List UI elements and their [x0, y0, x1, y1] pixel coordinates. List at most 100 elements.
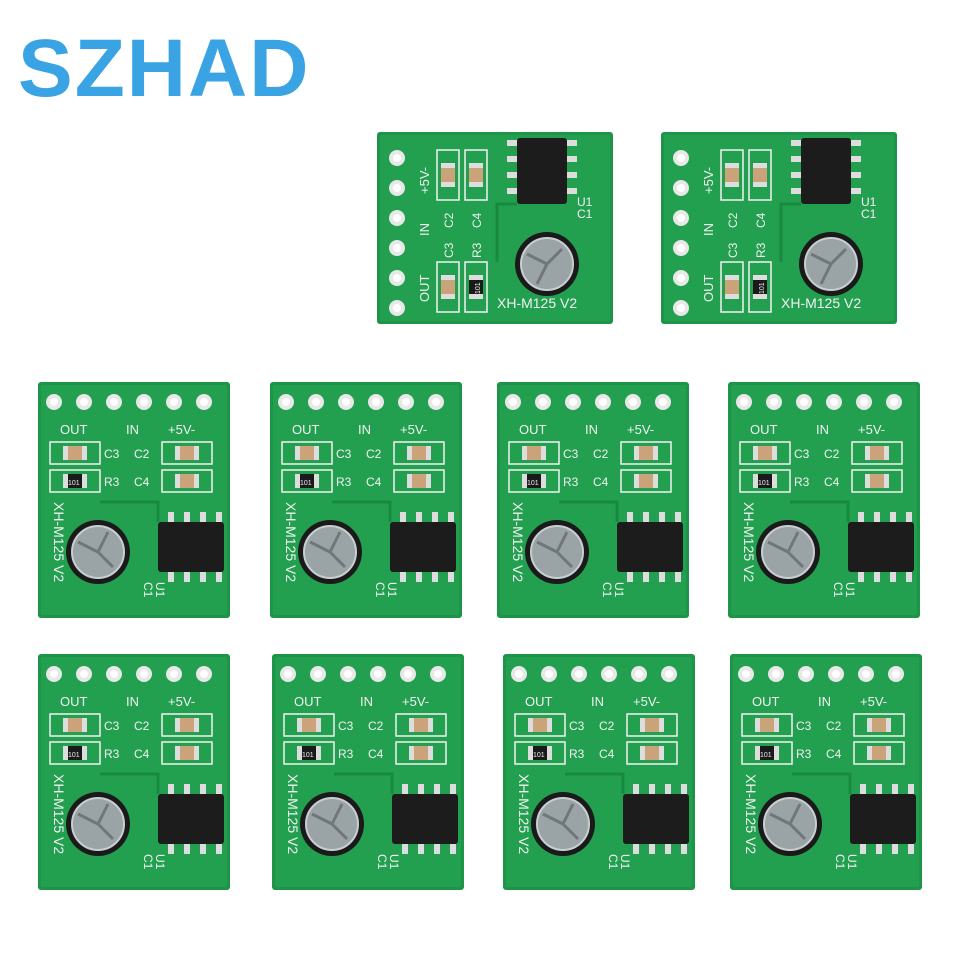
svg-text:U1: U1: [577, 195, 593, 209]
pcb-board: OUT IN +5V- 101 C3 C2 R3 C4 XH-M125 V2: [38, 654, 230, 890]
header-pins: [46, 394, 212, 410]
svg-text:C1: C1: [831, 582, 845, 598]
svg-text:C4: C4: [134, 475, 150, 489]
svg-text:C4: C4: [826, 747, 842, 761]
svg-text:XH-M125 V2: XH-M125 V2: [283, 502, 299, 582]
header-pins: [673, 150, 689, 316]
pcb-board: OUT IN +5V- 101 C3 C2 R3 C4 XH-M125 V2: [728, 382, 920, 618]
svg-text:C3: C3: [796, 719, 812, 733]
svg-text:101: 101: [302, 752, 314, 759]
svg-text:OUT: OUT: [519, 422, 547, 437]
svg-text:C2: C2: [824, 447, 840, 461]
svg-text:+5V-: +5V-: [400, 422, 427, 437]
svg-text:C4: C4: [754, 212, 768, 228]
svg-text:R3: R3: [796, 747, 812, 761]
svg-text:XH-M125 V2: XH-M125 V2: [51, 774, 67, 854]
svg-text:C1: C1: [141, 854, 155, 870]
svg-text:C4: C4: [593, 475, 609, 489]
svg-text:101: 101: [759, 282, 766, 294]
svg-text:OUT: OUT: [60, 422, 88, 437]
svg-text:U1: U1: [843, 582, 857, 598]
svg-text:+5V-: +5V-: [633, 694, 660, 709]
svg-text:C2: C2: [134, 719, 150, 733]
pcb-board: OUT IN +5V- 101 C3 C2 R3 C4 XH-M125 V2: [377, 110, 613, 346]
svg-text:R3: R3: [336, 475, 352, 489]
svg-text:C3: C3: [104, 719, 120, 733]
svg-text:+5V-: +5V-: [402, 694, 429, 709]
svg-text:R3: R3: [754, 242, 768, 258]
svg-text:U1: U1: [385, 582, 399, 598]
svg-text:C4: C4: [599, 747, 615, 761]
svg-text:101: 101: [300, 480, 312, 487]
svg-text:C1: C1: [833, 854, 847, 870]
svg-text:R3: R3: [338, 747, 354, 761]
svg-text:IN: IN: [360, 694, 373, 709]
svg-text:IN: IN: [585, 422, 598, 437]
svg-text:OUT: OUT: [294, 694, 322, 709]
svg-text:C2: C2: [593, 447, 609, 461]
svg-text:R3: R3: [563, 475, 579, 489]
pcb-board-graphic: OUT IN +5V- 101 C3 C2 R3 C4 XH-M125 V2: [272, 654, 464, 890]
pcb-board: OUT IN +5V- 101 C3 C2 R3 C4 XH-M125 V2: [270, 382, 462, 618]
svg-text:C1: C1: [577, 207, 593, 221]
svg-text:XH-M125 V2: XH-M125 V2: [781, 295, 861, 311]
svg-text:C3: C3: [563, 447, 579, 461]
svg-text:C2: C2: [726, 212, 740, 228]
svg-text:IN: IN: [126, 422, 139, 437]
svg-text:+5V-: +5V-: [417, 167, 432, 194]
svg-text:U1: U1: [387, 854, 401, 870]
svg-text:+5V-: +5V-: [627, 422, 654, 437]
header-pins: [46, 666, 212, 682]
svg-text:C2: C2: [599, 719, 615, 733]
svg-text:C1: C1: [373, 582, 387, 598]
svg-text:IN: IN: [591, 694, 604, 709]
svg-text:IN: IN: [701, 223, 716, 236]
svg-text:C3: C3: [569, 719, 585, 733]
svg-text:C2: C2: [134, 447, 150, 461]
svg-text:101: 101: [533, 752, 545, 759]
svg-text:C4: C4: [366, 475, 382, 489]
svg-text:+5V-: +5V-: [168, 422, 195, 437]
svg-text:101: 101: [527, 480, 539, 487]
svg-text:XH-M125 V2: XH-M125 V2: [497, 295, 577, 311]
svg-text:C3: C3: [794, 447, 810, 461]
svg-text:101: 101: [475, 282, 482, 294]
svg-text:XH-M125 V2: XH-M125 V2: [743, 774, 759, 854]
svg-text:C3: C3: [442, 242, 456, 258]
pcb-board-graphic: OUT IN +5V- 101 C3 C2 R3 C4 XH-M125 V2: [730, 654, 922, 890]
header-pins: [505, 394, 671, 410]
svg-text:U1: U1: [612, 582, 626, 598]
svg-text:C1: C1: [600, 582, 614, 598]
svg-text:101: 101: [68, 752, 80, 759]
svg-text:IN: IN: [126, 694, 139, 709]
svg-text:R3: R3: [569, 747, 585, 761]
header-pins: [511, 666, 677, 682]
svg-text:OUT: OUT: [417, 275, 432, 303]
svg-text:U1: U1: [618, 854, 632, 870]
pcb-board-graphic: OUT IN +5V- 101 C3 C2 R3 C4 XH-M125 V2: [661, 132, 897, 324]
pcb-board: OUT IN +5V- 101 C3 C2 R3 C4 XH-M125 V2: [730, 654, 922, 890]
svg-text:C1: C1: [861, 207, 877, 221]
svg-text:C3: C3: [336, 447, 352, 461]
svg-text:101: 101: [758, 480, 770, 487]
svg-text:C2: C2: [368, 719, 384, 733]
svg-text:XH-M125 V2: XH-M125 V2: [51, 502, 67, 582]
svg-text:OUT: OUT: [292, 422, 320, 437]
svg-text:C3: C3: [338, 719, 354, 733]
svg-text:OUT: OUT: [750, 422, 778, 437]
pcb-board-graphic: OUT IN +5V- 101 C3 C2 R3 C4 XH-M125 V2: [377, 132, 613, 324]
svg-text:101: 101: [760, 752, 772, 759]
svg-text:IN: IN: [816, 422, 829, 437]
pcb-board-graphic: OUT IN +5V- 101 C3 C2 R3 C4 XH-M125 V2: [728, 382, 920, 618]
svg-text:C4: C4: [368, 747, 384, 761]
svg-text:OUT: OUT: [60, 694, 88, 709]
svg-text:IN: IN: [417, 223, 432, 236]
svg-text:OUT: OUT: [701, 275, 716, 303]
svg-text:C4: C4: [134, 747, 150, 761]
svg-text:R3: R3: [104, 747, 120, 761]
svg-text:C3: C3: [726, 242, 740, 258]
header-pins: [278, 394, 444, 410]
svg-text:101: 101: [68, 480, 80, 487]
pcb-board-graphic: OUT IN +5V- 101 C3 C2 R3 C4 XH-M125 V2: [497, 382, 689, 618]
svg-text:C4: C4: [470, 212, 484, 228]
